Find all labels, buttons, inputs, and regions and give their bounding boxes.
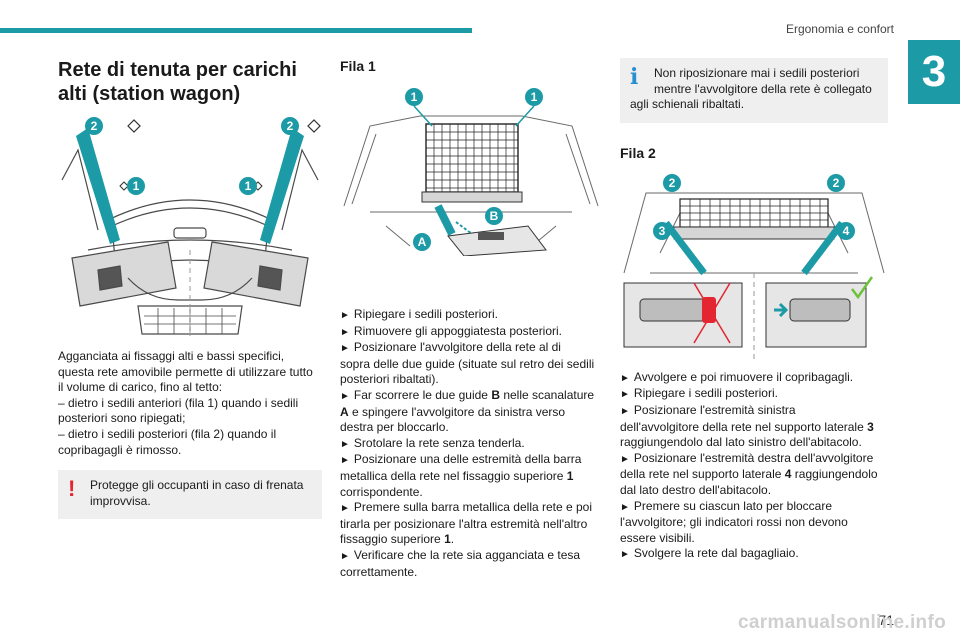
chapter-title: Ergonomia e confort: [785, 22, 894, 36]
column-left: Rete di tenuta per carichi alti (station…: [58, 58, 322, 520]
figure-label-2-right: 2: [833, 176, 840, 190]
step: ►Posizionare l'estremità destra dell'avv…: [620, 450, 878, 497]
step: ►Far scorrere le due guide B nelle scana…: [340, 387, 595, 435]
section-title: Rete di tenuta per carichi alti (station…: [58, 58, 322, 106]
intro-line: copribagagli è rimosso.: [58, 442, 182, 457]
figure-label-1-right: 1: [245, 179, 252, 193]
section-title-line2: alti (station wagon): [58, 83, 241, 105]
figure-label-a: A: [418, 235, 427, 249]
column-right: i Non riposizionare mai i sedili posteri…: [620, 58, 888, 563]
step: ►Verificare che la rete sia agganciata e…: [340, 547, 581, 579]
info-line: mentre l'avvolgitore della rete è colleg…: [654, 81, 872, 96]
info-line: Non riposizionare mai i sedili posterior…: [654, 66, 860, 80]
row2-steps: ►Avvolgere e poi rimuovere il copribagag…: [620, 370, 888, 563]
figure-label-1-left: 1: [133, 179, 140, 193]
figure-row2-installation: 2 2 3 4: [623, 173, 885, 359]
intro-line: – dietro i sedili posteriori (fila 2) qu…: [58, 426, 277, 441]
step: ►Premere sulla barra metallica della ret…: [340, 500, 593, 547]
figure-label-2-left: 2: [669, 176, 676, 190]
intro-text: Agganciata ai fissaggi alti e bassi spec…: [58, 349, 322, 458]
page-number: 71: [878, 612, 894, 628]
intro-line: questa rete amovibile permette di utiliz…: [58, 364, 313, 379]
figure-label-b: B: [490, 209, 499, 223]
intro-line: il volume di carico, fino al tetto:: [58, 380, 223, 395]
info-icon: i: [630, 64, 639, 90]
figure-label-4: 4: [843, 224, 850, 238]
figure-row1-installation: 1 1 B A: [343, 88, 599, 257]
watermark: carmanualsonline.info: [738, 612, 946, 633]
chapter-number-tab: 3: [908, 40, 960, 104]
step: ►Srotolare la rete senza tenderla.: [340, 435, 525, 450]
column-middle: Fila 1 1 1 B A ►Ripiegare i sedili poste…: [340, 58, 602, 580]
warning-callout: ! Protegge gli occupanti in caso di fren…: [58, 470, 322, 520]
intro-line: posteriori sono ripiegati;: [58, 411, 186, 426]
figure-label-1-left: 1: [411, 90, 418, 104]
warning-line: improvvisa.: [90, 493, 151, 508]
intro-line: – dietro i sedili anteriori (fila 1) qua…: [58, 395, 299, 410]
header-accent-bar: [0, 28, 472, 33]
info-callout: i Non riposizionare mai i sedili posteri…: [620, 58, 888, 123]
step: ►Avvolgere e poi rimuovere il copribagag…: [620, 369, 854, 384]
step: ►Svolgere la rete dal bagagliaio.: [620, 546, 799, 561]
row2-heading: Fila 2: [620, 144, 656, 161]
step: ►Ripiegare i sedili posteriori.: [620, 386, 778, 401]
intro-line: Agganciata ai fissaggi alti e bassi spec…: [58, 349, 285, 363]
row1-heading: Fila 1: [340, 58, 376, 74]
row1-steps: ►Ripiegare i sedili posteriori. ►Rimuove…: [340, 307, 602, 580]
figure-label-3: 3: [659, 224, 666, 238]
step: ►Ripiegare i sedili posteriori.: [340, 307, 498, 321]
step: ►Rimuovere gli appoggiatesta posteriori.: [340, 323, 563, 338]
figure-label-1-right: 1: [531, 90, 538, 104]
step: ►Posizionare l'avvolgitore della rete al…: [340, 340, 595, 387]
step: ►Posizionare una delle estremità della b…: [340, 452, 582, 499]
info-line: agli schienali ribaltati.: [630, 97, 745, 112]
figure-cargo-net-overview: 2 2 1 1: [61, 117, 321, 336]
figure-label-2-right: 2: [287, 119, 294, 133]
figure-label-2-left: 2: [91, 119, 98, 133]
section-title-line1: Rete di tenuta per carichi: [58, 59, 297, 81]
warning-line: Protegge gli occupanti in caso di frenat…: [90, 478, 304, 493]
warning-icon: !: [68, 476, 76, 502]
